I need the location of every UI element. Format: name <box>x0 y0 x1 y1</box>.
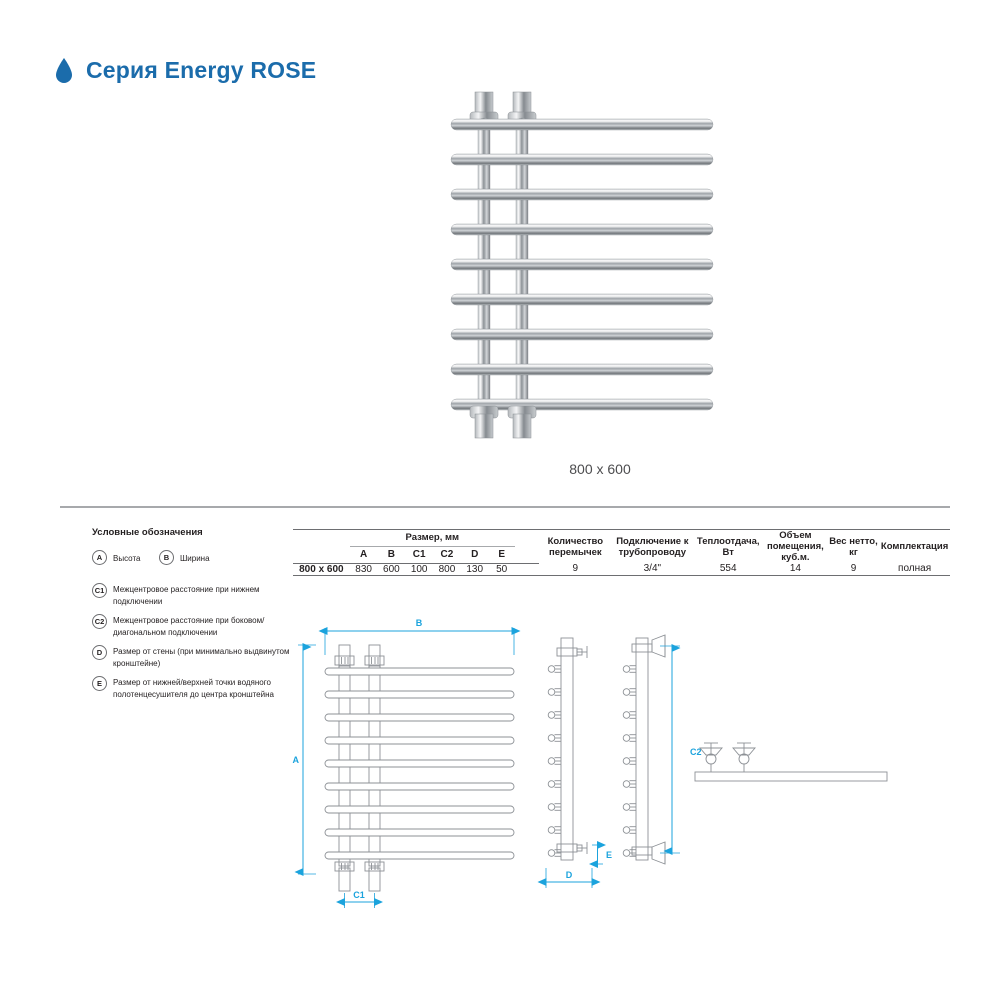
th-bridges: Количество перемычек <box>539 529 612 563</box>
cell-e: 50 <box>496 563 508 575</box>
legend-badge-c1: C1 <box>92 583 107 599</box>
dimension-d-group: D <box>537 868 601 888</box>
table-header-row-2: A B C1 C2 D E <box>293 546 950 564</box>
side-view-bottom-connection <box>547 637 588 861</box>
legend-text-c1: Межцентровое расстояние при нижнем подкл… <box>113 585 260 606</box>
section-divider <box>60 506 950 508</box>
fitting-bottom-left <box>469 405 499 439</box>
dimension-label-d: D <box>566 870 573 880</box>
cell-room-volume: 14 <box>789 563 801 575</box>
table-header-row-1: Размер, мм Количество перемычек Подключе… <box>293 529 950 563</box>
th-spacer-model-2 <box>293 546 350 564</box>
dimension-label-c2: C2 <box>690 747 702 757</box>
side-view-side-connection <box>622 634 666 865</box>
legend-badge-d: D <box>92 645 107 661</box>
horizontal-bars <box>450 118 714 411</box>
legend-text-b: Ширина <box>179 553 210 563</box>
legend-item-c1: C1 Межцентровое расстояние при нижнем по… <box>92 583 292 607</box>
legend-badge-a: A <box>92 550 107 566</box>
legend-item-b: B Ширина <box>158 550 210 566</box>
legend-badge-c2: C2 <box>92 614 107 630</box>
th-dim-c2: C2 <box>433 546 461 564</box>
top-view-wall-mount <box>694 742 888 782</box>
page-header: Серия Energy ROSE <box>55 57 316 84</box>
th-dim-b: B <box>377 546 406 564</box>
page-title: Серия Energy ROSE <box>86 57 317 83</box>
th-size-group: Размер, мм <box>349 529 515 547</box>
cell-c2: 800 <box>438 563 456 575</box>
cell-spacer <box>515 563 540 575</box>
cell-b: 600 <box>383 563 400 575</box>
cell-net-weight: 9 <box>850 563 857 575</box>
technical-drawings: B A <box>0 600 999 940</box>
cell-package: полная <box>898 563 932 575</box>
specifications-table: Размер, мм Количество перемычек Подключе… <box>293 529 950 576</box>
legend-text-e: Размер от нижней/верхней точки водяного … <box>113 678 274 699</box>
th-heat-output: Теплоотдача, Вт <box>693 529 763 563</box>
cell-connection: 3/4" <box>643 563 662 575</box>
legend-item-d: D Размер от стены (при минимально выдвин… <box>92 645 292 669</box>
legend-item-c2: C2 Межцентровое расстояние при боковом/д… <box>92 614 292 638</box>
cell-a: 830 <box>355 563 372 575</box>
legend-item-a: A Высота <box>92 550 141 566</box>
th-dim-c1: C1 <box>405 546 434 564</box>
legend-item-e: E Размер от нижней/верхней точки водяног… <box>92 676 292 700</box>
cell-model: 800 x 600 <box>299 563 344 575</box>
cell-c1: 100 <box>410 563 428 575</box>
dimension-c2-group: C2 <box>660 644 702 855</box>
th-spacer-model <box>293 529 350 547</box>
legend-text-a: Высота <box>113 553 141 563</box>
th-room-volume: Объем помещения, куб.м. <box>762 529 828 563</box>
table-row: 800 x 600 830 600 100 800 130 50 9 3/4" … <box>293 563 950 575</box>
legend-title: Условные обозначения <box>92 527 203 538</box>
water-drop-icon <box>56 57 72 83</box>
cell-heat-output: 554 <box>719 563 737 575</box>
th-dim-e: E <box>488 546 515 564</box>
th-net-weight: Вес нетто, кг <box>827 529 880 563</box>
legend-text-d: Размер от стены (при минимально выдвинут… <box>113 647 290 668</box>
front-view: B A <box>293 618 521 908</box>
dimension-e-group: E <box>589 841 612 868</box>
fitting-bottom-right <box>507 405 537 439</box>
dimension-label-b: B <box>416 618 423 628</box>
th-dim-a: A <box>349 546 378 564</box>
table-bottom-rule <box>293 574 950 576</box>
th-package: Комплектация <box>879 529 950 563</box>
dimension-label-e: E <box>606 850 612 860</box>
cell-d: 130 <box>466 563 484 575</box>
dimension-label-a: A <box>293 755 300 765</box>
cell-bridges: 9 <box>572 563 579 575</box>
product-photo-caption: 800 x 600 <box>569 461 631 477</box>
legend-panel: Условные обозначения A Высота B Ширина C… <box>92 527 292 707</box>
legend-text-c2: Межцентровое расстояние при боковом/диаг… <box>113 616 265 637</box>
th-dim-d: D <box>460 546 489 564</box>
legend-badge-e: E <box>92 676 107 692</box>
legend-badge-b: B <box>158 550 174 566</box>
front-bars <box>324 667 515 860</box>
th-connection: Подключение к трубопроводу <box>611 529 694 563</box>
product-photo <box>437 88 727 440</box>
th-spacer-gap <box>514 529 540 547</box>
th-spacer-gap-2 <box>514 546 540 564</box>
dimension-label-c1: C1 <box>353 890 365 900</box>
